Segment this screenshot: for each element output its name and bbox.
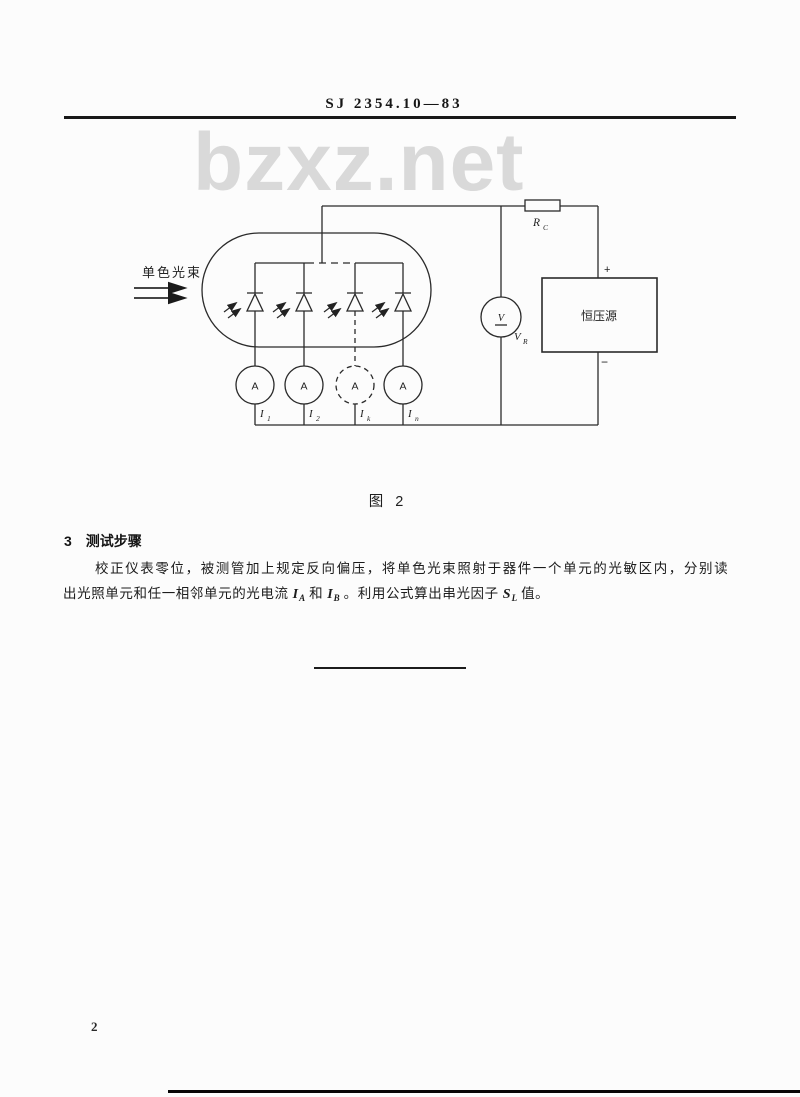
current-label-4-sub: n [415, 414, 419, 423]
source-minus-sign: − [601, 355, 608, 369]
resistor-symbol [524, 199, 561, 212]
diode1-triangle [245, 292, 265, 312]
light-arrow-icon [371, 301, 386, 313]
photodiode-array-outline [201, 232, 432, 348]
current-label-4: I [407, 408, 413, 420]
header-rule [64, 116, 736, 119]
text-segment: 值。 [521, 586, 550, 601]
ammeter4-symbol: A [399, 381, 406, 393]
resistor-label-sub: C [543, 223, 549, 232]
symbol-ia: IA [292, 587, 306, 603]
text-segment: 出光照单元和任一相邻单元的光电流 [63, 586, 289, 601]
watermark-text: bzxz.net [193, 117, 525, 208]
current-label-1: I [259, 408, 265, 420]
page-number: 2 [91, 1019, 98, 1034]
light-arrow-icon [375, 307, 390, 319]
current-label-2: I [308, 408, 314, 420]
figure-2-circuit-diagram: 单色光束 R C + 恒压源 − V V R A A A A I 1 I 2 I… [134, 199, 658, 426]
source-box-label: 恒压源 [581, 309, 617, 323]
beam-label: 单色光束 [142, 265, 202, 280]
light-arrow-icon [223, 301, 238, 313]
voltmeter-label-sub: R [522, 337, 528, 346]
symbol-sl: SL [502, 587, 518, 603]
ammeter2-symbol: A [300, 381, 307, 393]
symbol-ib: IB [327, 587, 340, 603]
current-label-3-sub: k [367, 414, 371, 423]
ammeter3-symbol: A [351, 381, 358, 393]
voltmeter-label: V [514, 331, 522, 343]
voltmeter-symbol: V [498, 313, 506, 324]
section-title: 测试步骤 [85, 533, 142, 549]
light-arrow-icon [323, 301, 338, 313]
ammeter1-symbol: A [251, 381, 258, 393]
current-label-1-sub: 1 [267, 414, 271, 423]
diode2-triangle [294, 292, 314, 312]
light-arrow-icon [227, 307, 242, 319]
bottom-edge-line [168, 1090, 800, 1093]
current-label-2-sub: 2 [316, 414, 320, 423]
light-arrow-icon [327, 307, 342, 319]
light-arrow-icon [276, 307, 291, 319]
procedure-text-line1: 校正仪表零位，被测管加上规定反向偏压，将单色光束照射于器件一个单元的光敏区内，分… [95, 561, 730, 576]
current-label-3: I [359, 408, 365, 420]
standard-code-header: SJ 2354.10—83 [325, 96, 463, 112]
text-segment: 和 [309, 586, 324, 601]
light-arrow-icon [272, 301, 287, 313]
section-number: 3 [64, 533, 72, 549]
source-plus-sign: + [604, 264, 610, 276]
section-divider-rule [314, 667, 466, 669]
diode4-triangle [393, 292, 413, 312]
diode3-triangle [345, 292, 365, 312]
voltage-source-box [541, 277, 658, 353]
text-segment: 。利用公式算出串光因子 [343, 586, 499, 601]
resistor-label: R [532, 217, 540, 229]
figure-caption: 图 2 [368, 494, 408, 510]
section-heading: 3 测试步骤 [64, 531, 142, 551]
